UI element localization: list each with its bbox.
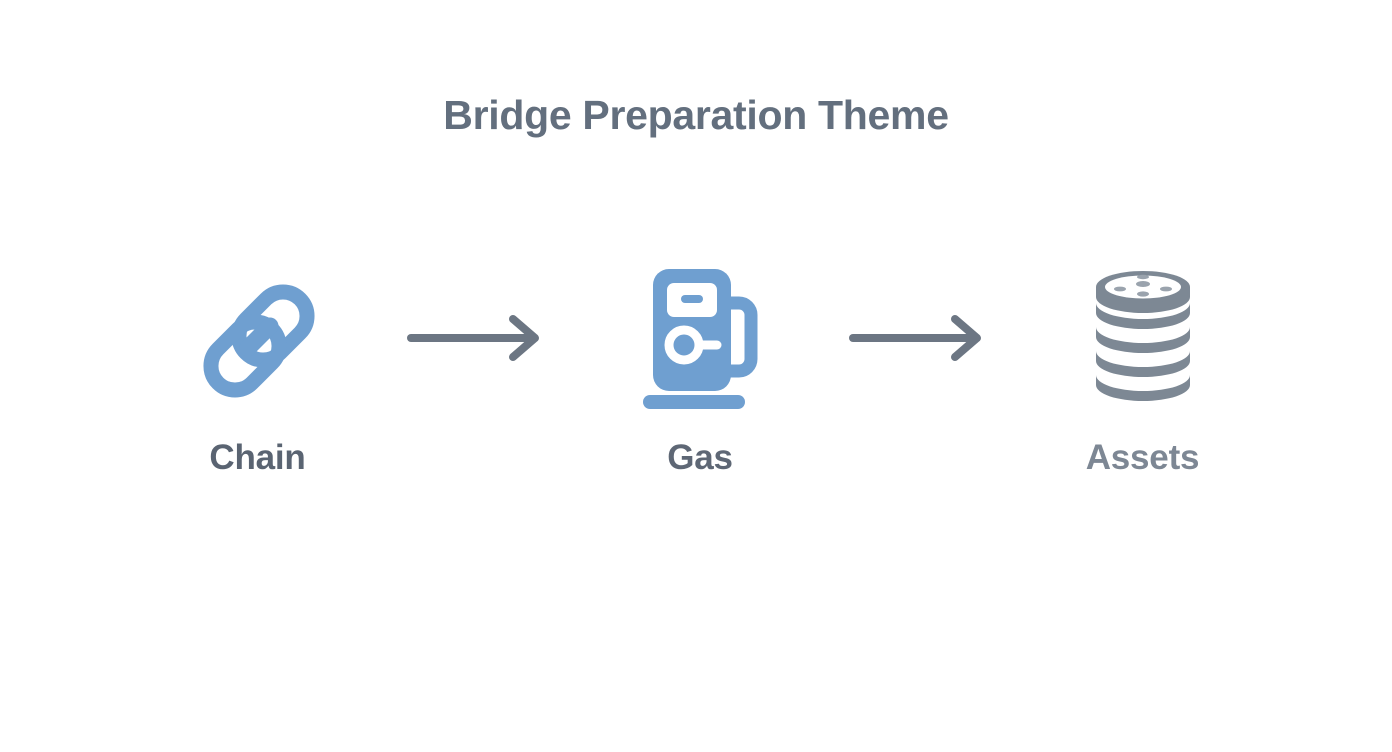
chain-link-icon — [175, 255, 340, 420]
page-title: Bridge Preparation Theme — [443, 92, 949, 138]
flow-step-label-gas: Gas — [667, 438, 733, 477]
gas-pump-icon — [618, 255, 783, 420]
flow-step-gas[interactable]: Gas — [593, 255, 808, 478]
bridge-preparation-flow: Chain — [150, 255, 1250, 505]
arrow-right-icon-gas-to-assets — [836, 255, 1006, 420]
flow-step-assets[interactable]: Assets — [1035, 255, 1250, 478]
arrow-right-icon-chain-to-gas — [394, 255, 564, 420]
flow-step-chain[interactable]: Chain — [150, 255, 365, 478]
flow-step-label-chain: Chain — [209, 438, 306, 477]
coin-stack-icon — [1060, 255, 1225, 420]
flow-step-label-assets: Assets — [1085, 438, 1200, 477]
